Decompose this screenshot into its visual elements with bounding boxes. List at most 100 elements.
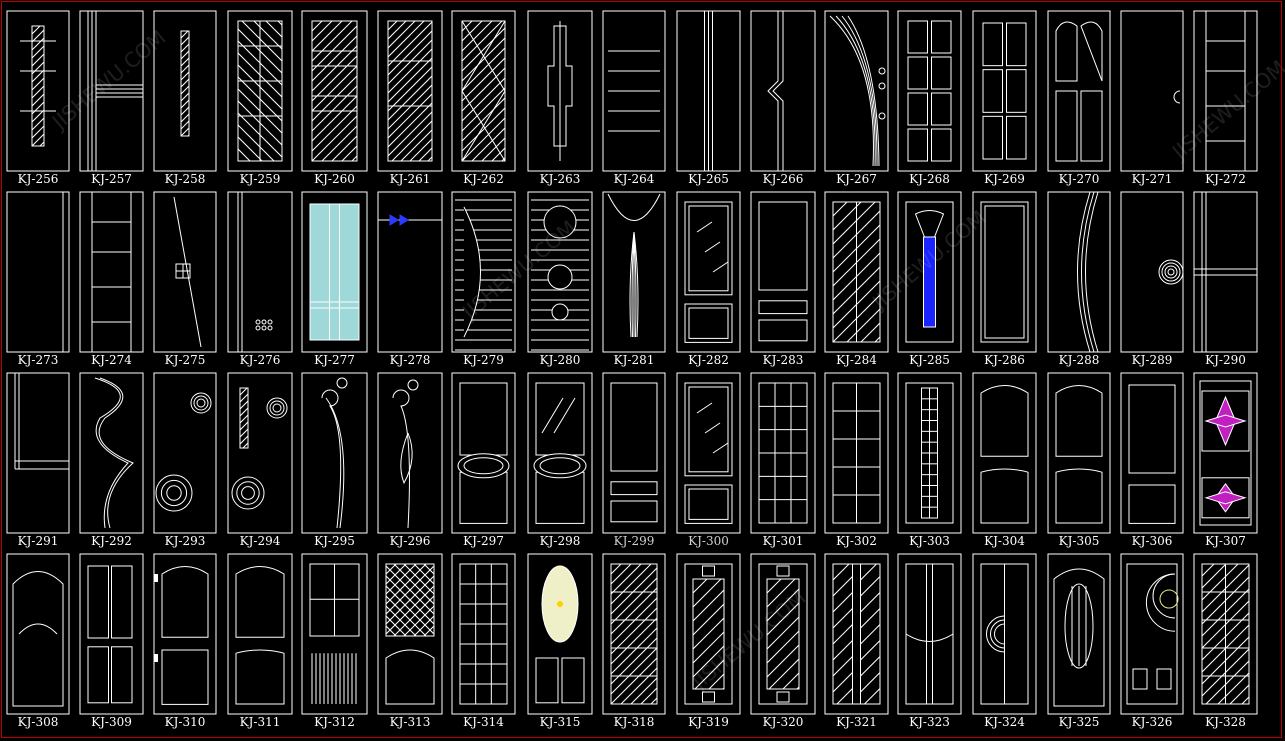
door-elevation xyxy=(377,553,443,715)
door-outline xyxy=(227,553,293,715)
door-label: KJ-279 xyxy=(463,353,504,367)
door-elevation xyxy=(602,372,666,534)
door-label: KJ-292 xyxy=(91,534,132,548)
door-label: KJ-290 xyxy=(1205,353,1246,367)
door-elevation xyxy=(301,372,368,534)
door-outline xyxy=(1120,372,1184,534)
door-outline xyxy=(602,553,666,715)
door-elevation xyxy=(227,191,293,353)
door-label: KJ-304 xyxy=(984,534,1025,548)
door-outline xyxy=(377,10,443,172)
door-label: KJ-305 xyxy=(1059,534,1100,548)
door-label: KJ-328 xyxy=(1205,715,1246,729)
door-elevation xyxy=(1047,372,1111,534)
door-label: KJ-324 xyxy=(984,715,1025,729)
door-outline xyxy=(451,10,516,172)
door-elevation xyxy=(153,191,217,353)
door-elevation xyxy=(897,553,962,715)
door-outline xyxy=(451,191,516,353)
door-outline xyxy=(897,372,962,534)
door-elevation xyxy=(972,10,1037,172)
door-label: KJ-312 xyxy=(314,715,355,729)
door-label: KJ-274 xyxy=(91,353,132,367)
door-label: KJ-273 xyxy=(18,353,59,367)
door-elevation xyxy=(451,10,516,172)
door-label: KJ-280 xyxy=(540,353,581,367)
door-outline xyxy=(79,191,144,353)
door-outline xyxy=(897,10,962,172)
door-outline xyxy=(527,553,593,715)
door-elevation xyxy=(527,10,593,172)
door-label: KJ-271 xyxy=(1132,172,1173,186)
door-elevation xyxy=(377,10,443,172)
door-outline xyxy=(676,372,741,534)
door-outline xyxy=(153,553,217,715)
door-outline xyxy=(79,553,144,715)
door-label: KJ-298 xyxy=(540,534,581,548)
watermark-text: JISHEWU.COM xyxy=(1166,56,1285,166)
door-label: KJ-258 xyxy=(165,172,206,186)
door-outline xyxy=(1047,553,1111,715)
door-outline xyxy=(451,372,516,534)
door-label: KJ-277 xyxy=(314,353,355,367)
door-elevation xyxy=(1047,10,1111,172)
door-label: KJ-276 xyxy=(240,353,281,367)
door-label: KJ-260 xyxy=(314,172,355,186)
door-label: KJ-295 xyxy=(314,534,355,548)
door-outline xyxy=(1047,372,1111,534)
door-elevation xyxy=(301,191,368,353)
door-elevation xyxy=(602,191,666,353)
door-outline xyxy=(1047,191,1111,353)
door-elevation xyxy=(972,553,1037,715)
door-label: KJ-301 xyxy=(763,534,804,548)
door-outline xyxy=(301,10,368,172)
door-elevation xyxy=(227,10,293,172)
door-label: KJ-286 xyxy=(984,353,1025,367)
door-elevation xyxy=(6,10,70,172)
door-elevation xyxy=(527,372,593,534)
door-label: KJ-262 xyxy=(463,172,504,186)
door-elevation xyxy=(1120,10,1184,172)
door-outline xyxy=(527,372,593,534)
door-outline xyxy=(824,553,889,715)
door-elevation xyxy=(824,10,889,172)
door-label: KJ-270 xyxy=(1059,172,1100,186)
door-label: KJ-318 xyxy=(614,715,655,729)
door-elevation xyxy=(6,553,70,715)
door-outline xyxy=(824,372,889,534)
door-label: KJ-288 xyxy=(1059,353,1100,367)
door-outline xyxy=(6,553,70,715)
door-elevation xyxy=(451,372,516,534)
door-label: KJ-269 xyxy=(984,172,1025,186)
door-label: KJ-259 xyxy=(240,172,281,186)
door-label: KJ-265 xyxy=(688,172,729,186)
door-label: KJ-264 xyxy=(614,172,655,186)
door-label: KJ-326 xyxy=(1132,715,1173,729)
door-elevation xyxy=(750,372,816,534)
door-label: KJ-289 xyxy=(1132,353,1173,367)
door-outline xyxy=(527,191,593,353)
door-elevation xyxy=(750,553,816,715)
door-outline xyxy=(972,372,1037,534)
door-elevation xyxy=(676,10,741,172)
door-elevation xyxy=(451,553,516,715)
door-label: KJ-303 xyxy=(909,534,950,548)
door-outline xyxy=(750,553,816,715)
door-outline xyxy=(972,191,1037,353)
door-outline xyxy=(227,372,293,534)
door-outline xyxy=(153,372,217,534)
door-elevation xyxy=(824,553,889,715)
door-label: KJ-299 xyxy=(614,534,655,548)
door-outline xyxy=(79,10,144,172)
door-label: KJ-257 xyxy=(91,172,132,186)
door-elevation xyxy=(153,553,217,715)
door-outline xyxy=(301,372,368,534)
door-label: KJ-325 xyxy=(1059,715,1100,729)
door-outline xyxy=(897,553,962,715)
door-label: KJ-272 xyxy=(1205,172,1246,186)
door-outline xyxy=(227,191,293,353)
door-outline xyxy=(79,372,144,534)
door-outline xyxy=(377,553,443,715)
door-elevation xyxy=(153,10,217,172)
